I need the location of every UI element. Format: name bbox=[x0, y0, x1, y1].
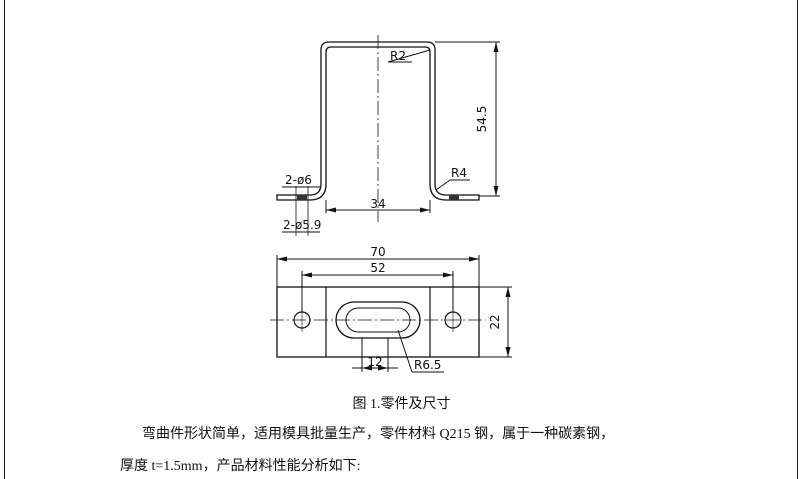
top-view: 70 52 22 12 R6.5 bbox=[270, 245, 512, 373]
overall-length-dimension: 70 bbox=[370, 245, 385, 259]
technical-drawing: 54.5 34 R2 R4 2-ø6 2-ø5.9 bbox=[270, 35, 512, 373]
page-border-right bbox=[797, 0, 798, 479]
hole-label-bottom: 2-ø5.9 bbox=[283, 218, 321, 232]
height-dimension: 54.5 bbox=[475, 106, 489, 133]
bend-radius-inner: R2 bbox=[390, 49, 406, 63]
bend-radius-foot: R4 bbox=[451, 166, 467, 180]
hole-label-top: 2-ø6 bbox=[285, 173, 312, 187]
slot-radius: R6.5 bbox=[414, 358, 441, 372]
hole-spacing-dimension: 52 bbox=[370, 261, 385, 275]
front-view: 54.5 34 R2 R4 2-ø6 2-ø5.9 bbox=[276, 35, 500, 236]
height-22-dimension: 22 bbox=[488, 314, 502, 329]
bracket-profile bbox=[276, 41, 480, 201]
width-dimension: 34 bbox=[370, 197, 385, 211]
figure-caption: 图 1.零件及尺寸 bbox=[352, 397, 451, 412]
page-border-left bbox=[4, 0, 5, 479]
slot bbox=[335, 301, 421, 339]
paragraph-line-2: 厚度 t=1.5mm，产品材料性能分析如下: bbox=[120, 459, 361, 474]
paragraph-line-1: 弯曲件形状简单，适用模具批量生产，零件材料 Q215 钢，属于一种碳素钢， bbox=[142, 427, 615, 442]
slot-width-dimension: 12 bbox=[367, 355, 382, 369]
